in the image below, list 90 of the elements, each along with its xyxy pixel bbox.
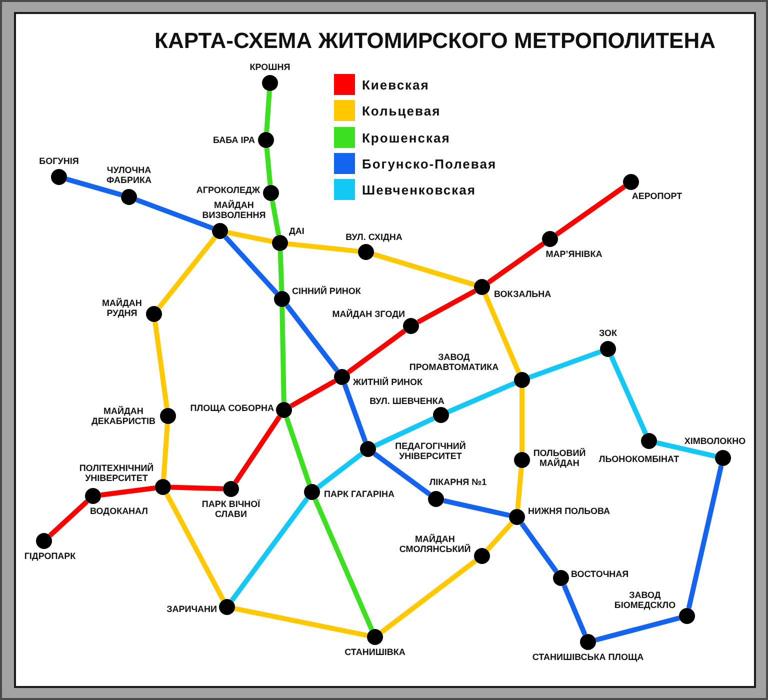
metro-line xyxy=(100,486,156,498)
metro-line xyxy=(278,250,284,292)
metro-line xyxy=(152,322,170,408)
station-name: ЛЬОНОКОМБІНАТ xyxy=(598,454,680,464)
station-name: МАЙДАН СМОЛЯНСЬКИЙ xyxy=(398,534,472,554)
metro-line xyxy=(48,500,89,538)
metro-line xyxy=(312,498,374,631)
legend-label: Богунско-Полевая xyxy=(362,156,497,172)
station-name: МАЙДАН ДЕКАБРИСТІВ xyxy=(90,406,157,426)
metro-line xyxy=(443,498,510,518)
metro-line xyxy=(230,496,310,602)
station-name: БАБА ІРА xyxy=(213,135,255,145)
station-name: АГРОКОЛЕДЖ xyxy=(196,185,260,195)
station-name: СТАНИШІВСЬКА ПЛОЩА xyxy=(532,652,644,662)
metro-line xyxy=(515,468,524,510)
metro-line xyxy=(342,384,368,442)
station-name: ЧУЛОЧНА ФАБРИКА xyxy=(106,165,152,185)
metro-line xyxy=(264,90,272,132)
station-name: МАЙДАН ВИЗВОЛЕННЯ xyxy=(201,200,267,220)
metro-line xyxy=(416,288,476,324)
metro-line xyxy=(280,306,286,402)
station-name: ЗАВОД БІОМЕДСКЛО xyxy=(613,590,677,610)
legend-label: Крошенская xyxy=(362,130,450,146)
metro-line xyxy=(485,521,514,552)
metro-line xyxy=(686,465,724,609)
station-name: ПОЛІТЕХНІЧНИЙ УНІВЕРСИТЕТ xyxy=(78,463,155,483)
metro-line xyxy=(656,440,716,459)
metro-line xyxy=(136,197,214,231)
metro-line xyxy=(233,415,282,484)
metro-line xyxy=(372,452,432,496)
metro-line xyxy=(316,452,364,490)
station-name: ВОКЗАЛЬНА xyxy=(494,289,552,299)
station-name: ПЕДАГОГІЧНИЙ УНІВЕРСИТЕТ xyxy=(394,441,467,461)
metro-line xyxy=(234,606,368,638)
metro-line xyxy=(270,200,282,236)
metro-line xyxy=(288,241,358,254)
metro-line xyxy=(555,184,626,236)
station-name: ПЛОЩА СОБОРНА xyxy=(190,403,274,413)
station-name: КРОШНЯ xyxy=(250,62,290,72)
metro-line xyxy=(290,378,336,408)
metro-line xyxy=(157,236,217,310)
metro-line xyxy=(372,252,476,288)
metro-line xyxy=(482,293,522,374)
station-name: БОГУНІЯ xyxy=(39,156,79,166)
legend-label: Киевская xyxy=(362,78,430,92)
metro-line xyxy=(346,328,406,374)
metro-line xyxy=(66,176,122,198)
station-name: ЛІКАРНЯ №1 xyxy=(429,477,487,487)
metro-line xyxy=(161,424,170,480)
metro-line xyxy=(380,558,478,634)
station-name: ЗАРИЧАНИ xyxy=(166,604,217,614)
station-name: ПОЛЬОВИЙ МАЙДАН xyxy=(532,448,587,468)
metro-line xyxy=(447,380,516,414)
station-name: НИЖНЯ ПОЛЬОВА xyxy=(528,506,610,516)
station-name: ХІМВОЛОКНО xyxy=(684,436,746,446)
legend-label: Кольцевая xyxy=(362,104,441,118)
metro-line xyxy=(227,230,273,244)
metro-line xyxy=(520,388,524,452)
metro-line xyxy=(284,304,340,372)
station-name: ЗОК xyxy=(599,328,617,338)
metro-line xyxy=(164,492,226,602)
metro-line xyxy=(609,355,648,435)
map-title: КАРТА-СХЕМА ЖИТОМИРСКОГО МЕТРОПОЛИТЕНА xyxy=(154,27,716,55)
metro-line xyxy=(374,416,435,448)
station-name: ВУЛ. ШЕВЧЕНКА xyxy=(370,396,444,406)
station-name: ПАРК ВІЧНОЇ СЛАВИ xyxy=(200,499,262,519)
metro-line xyxy=(528,349,602,380)
station-name: ЖИТНІЙ РИНОК xyxy=(353,377,423,387)
station-name: СТАНИШІВКА xyxy=(344,647,406,657)
metro-line xyxy=(224,235,278,295)
station-name: ДАІ xyxy=(289,226,304,236)
station-name: ГІДРОПАРК xyxy=(24,551,76,561)
metro-line xyxy=(284,416,312,486)
metro-line xyxy=(520,522,558,573)
metro-line xyxy=(487,242,545,284)
metro-line xyxy=(595,616,680,642)
station-name: СІННИЙ РИНОК xyxy=(292,286,361,296)
station-name: ЗАВОД ПРОМАВТОМАТИКА xyxy=(408,352,500,372)
metro-line xyxy=(170,484,224,492)
station-name: МАР’ЯНІВКА xyxy=(546,249,602,259)
station-name: ПАРК ГАГАРІНА xyxy=(324,489,395,499)
station-name: АЕРОПОРТ xyxy=(632,191,682,201)
station-name: ВУЛ. СХІДНА xyxy=(346,232,402,242)
station-name: МАЙДАН ЗГОДИ xyxy=(332,309,405,319)
station-name: ВОСТОЧНАЯ xyxy=(571,569,629,579)
legend-label: Шевченковская xyxy=(362,182,476,198)
metro-line xyxy=(264,148,273,186)
station-name: ВОДОКАНАЛ xyxy=(90,506,148,516)
station-name: МАЙДАН РУДНЯ xyxy=(101,298,143,318)
metro-line xyxy=(562,584,588,636)
